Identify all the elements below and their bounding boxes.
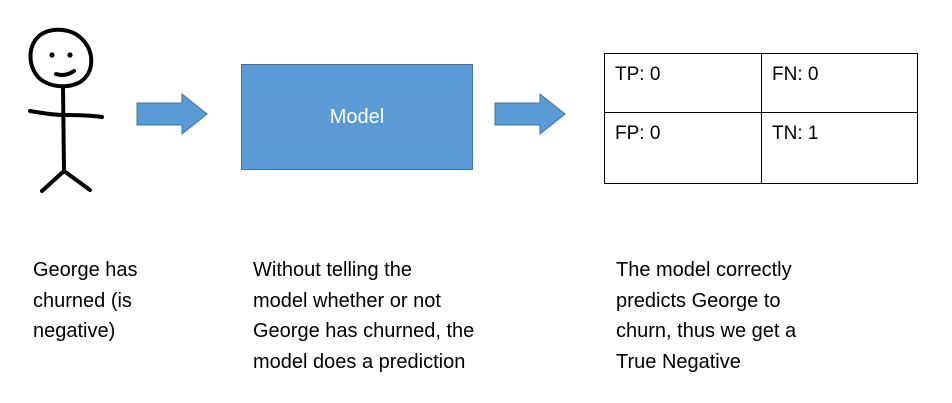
arrow-right-icon [494, 92, 566, 136]
caption-line: George has churned, the [253, 320, 475, 342]
caption-line: model does a prediction [253, 350, 466, 373]
matrix-cell-fn: FN: 0 [762, 54, 917, 113]
matrix-cell-tn: TN: 1 [772, 123, 819, 144]
caption-model: Without telling the model whether or not… [253, 255, 474, 377]
caption-line: negative) [33, 320, 116, 342]
stick-figure-icon [28, 27, 104, 193]
caption-line: True Negative [616, 350, 741, 373]
matrix-cell-fp: FP: 0 [605, 113, 762, 183]
caption-result: The model correctly predicts George to c… [616, 255, 796, 377]
model-label: Model [329, 105, 385, 128]
caption-line: model whether or not [253, 289, 441, 312]
arrow-right-icon [136, 92, 208, 136]
caption-line: George has [33, 259, 138, 281]
caption-line: churned (is [33, 289, 132, 312]
confusion-matrix: TP: 0 FN: 0 FP: 0 TN: 1 [604, 53, 918, 184]
caption-george: George has churned (is negative) [33, 255, 138, 347]
caption-line: predicts George to [616, 289, 781, 312]
caption-line: Without telling the [253, 259, 412, 281]
model-box: Model [241, 64, 473, 170]
matrix-cell-tp: TP: 0 [605, 54, 762, 113]
caption-line: The model correctly [616, 259, 792, 281]
caption-line: churn, thus we get a [616, 320, 797, 342]
